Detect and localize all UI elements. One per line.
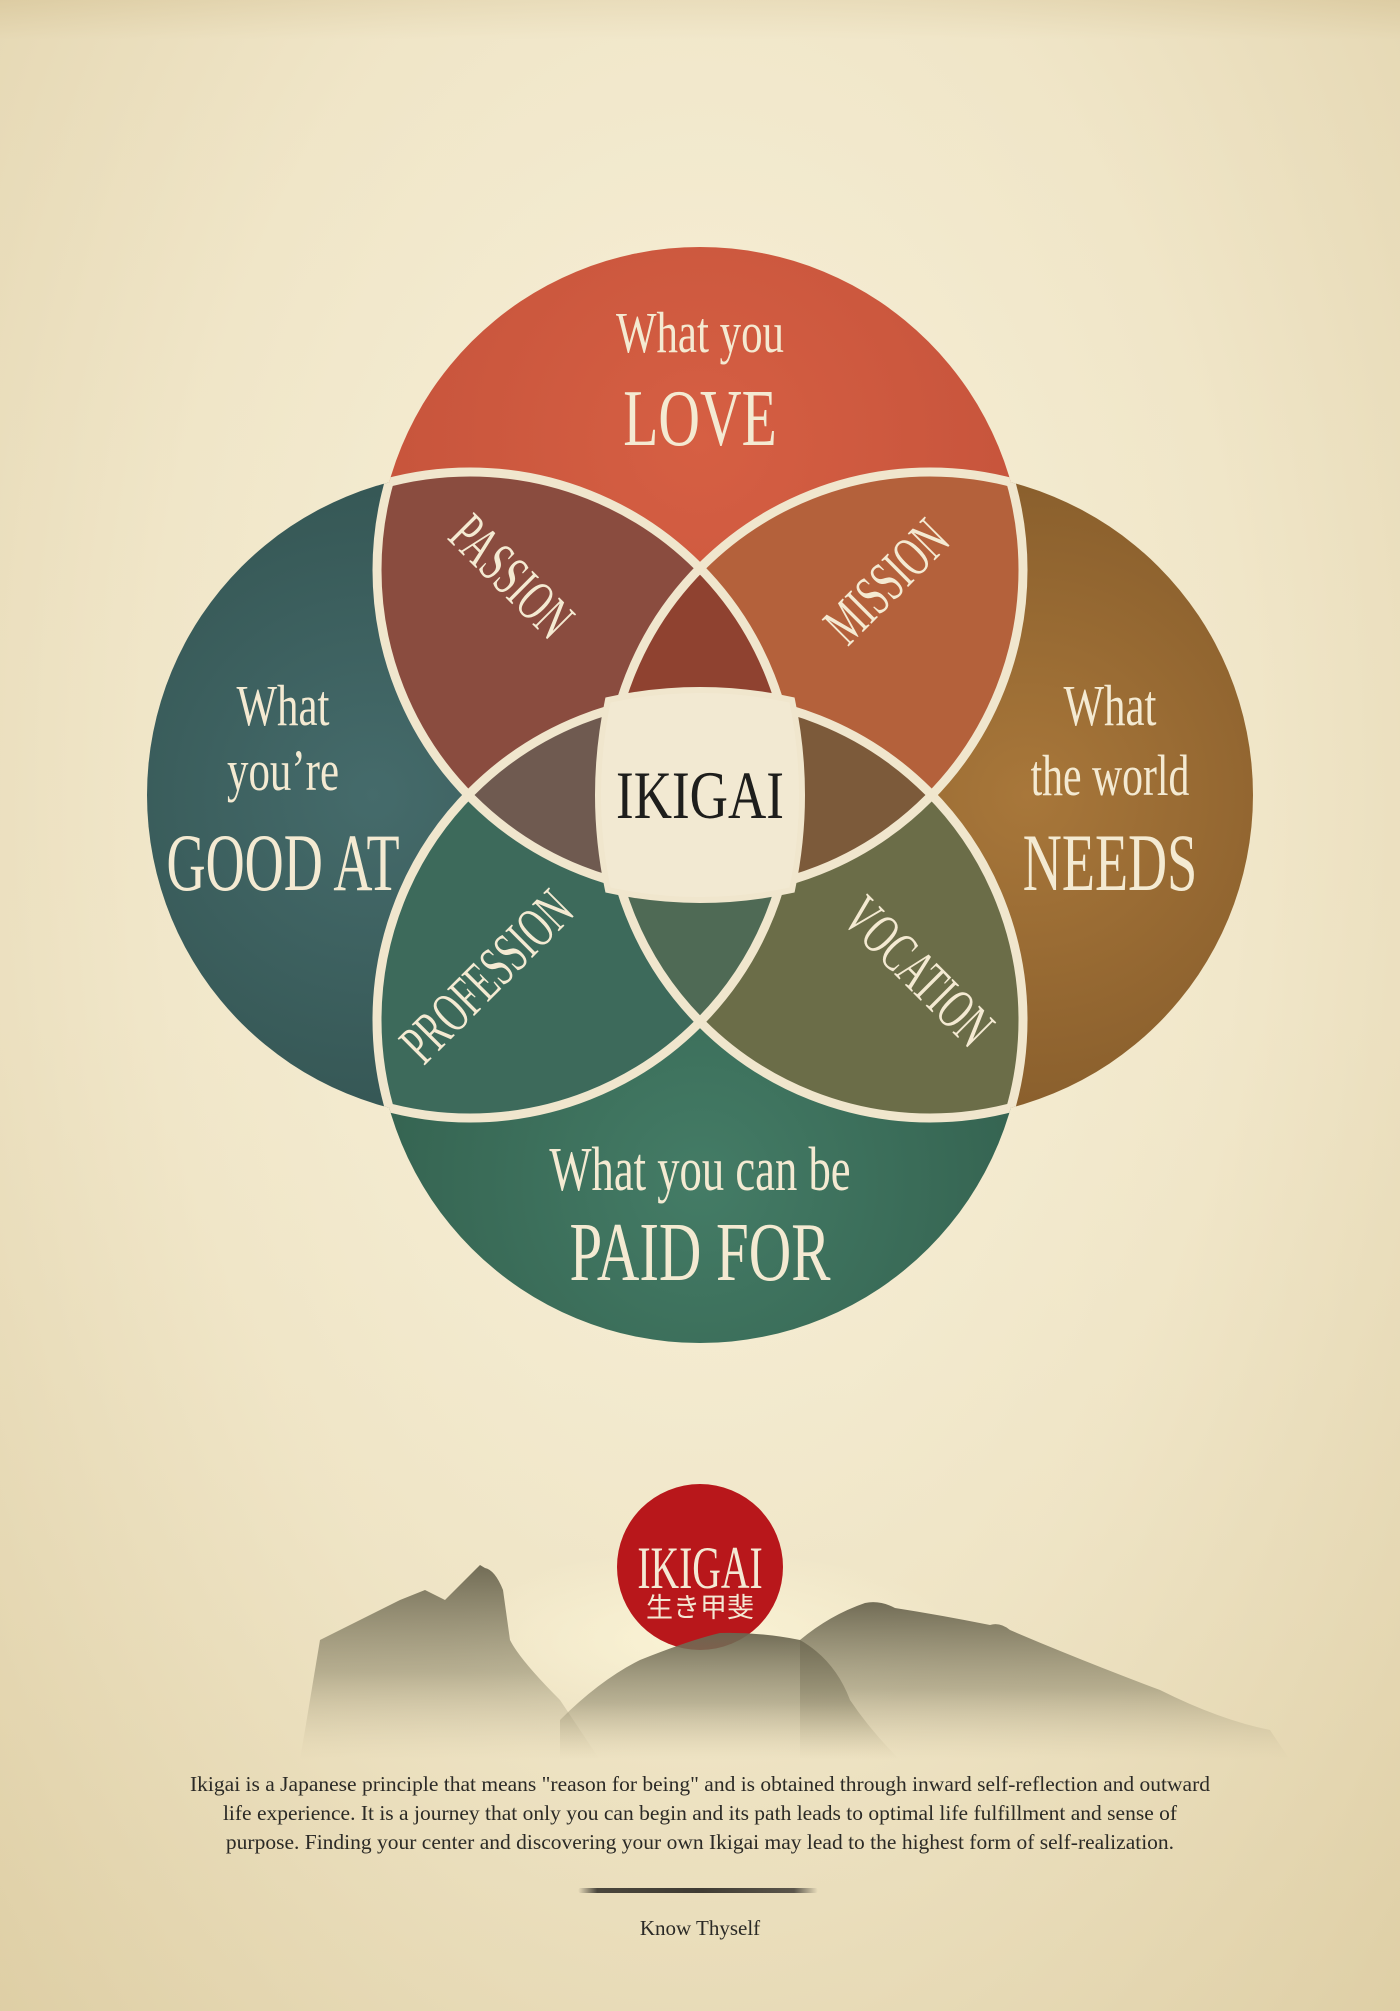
svg-text:PAID FOR: PAID FOR xyxy=(570,1205,831,1299)
motto: Know Thyself xyxy=(639,1916,761,1940)
mountain-right xyxy=(800,1602,1290,1760)
emblem-title: IKIGAI xyxy=(637,1535,762,1601)
svg-text:GOOD AT: GOOD AT xyxy=(166,818,399,909)
center-ikigai: IKIGAI xyxy=(595,687,805,903)
label-love: What you LOVE xyxy=(616,302,784,463)
label-good-at: What you’re GOOD AT xyxy=(166,675,399,909)
svg-text:What: What xyxy=(1064,675,1157,739)
description-line-3: purpose. Finding your center and discove… xyxy=(225,1830,1175,1854)
description-line-2: life experience. It is a journey that on… xyxy=(222,1801,1178,1825)
description-paragraph: Ikigai is a Japanese principle that mean… xyxy=(70,1770,1330,1857)
ikigai-emblem: IKIGAI 生き甲斐 xyxy=(617,1484,783,1650)
description-line-1: Ikigai is a Japanese principle that mean… xyxy=(190,1772,1210,1796)
svg-text:LOVE: LOVE xyxy=(623,375,777,463)
svg-text:What you can be: What you can be xyxy=(549,1135,850,1204)
svg-text:What you: What you xyxy=(616,302,784,366)
svg-text:you’re: you’re xyxy=(227,740,339,804)
svg-text:What: What xyxy=(237,675,330,739)
brush-stroke-divider xyxy=(578,1888,818,1893)
svg-text:the world: the world xyxy=(1031,743,1190,807)
label-world-needs: What the world NEEDS xyxy=(1023,675,1197,909)
label-paid-for: What you can be PAID FOR xyxy=(549,1135,850,1299)
svg-text:NEEDS: NEEDS xyxy=(1023,818,1197,909)
emblem-kanji: 生き甲斐 xyxy=(646,1593,754,1624)
emblem-red-sun xyxy=(617,1484,783,1650)
mountain-left xyxy=(300,1565,600,1760)
center-label: IKIGAI xyxy=(616,759,784,834)
mountain-center xyxy=(560,1632,900,1760)
mountains-illustration xyxy=(300,1565,1290,1760)
